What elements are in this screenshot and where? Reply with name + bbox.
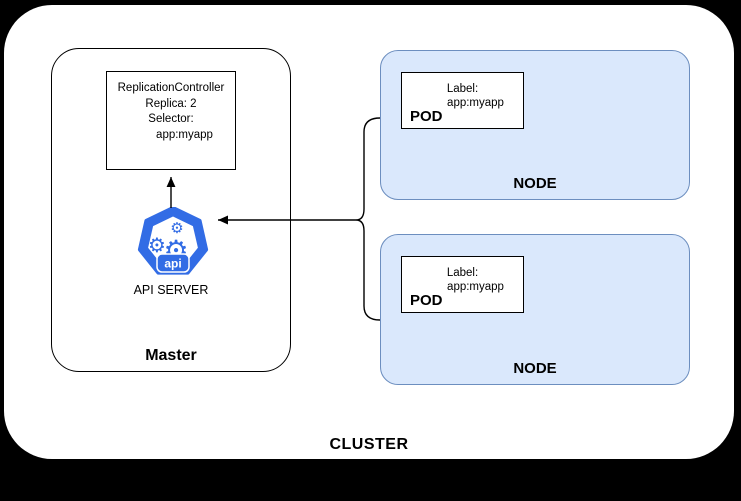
pod-title: POD <box>410 292 443 309</box>
pod-label-key: Label: <box>446 83 479 95</box>
cluster-label: CLUSTER <box>329 436 409 453</box>
rc-selector-value: app:myapp <box>156 128 213 141</box>
node-box-2: Label: app:myapp POD NODE <box>380 234 690 385</box>
api-server-label: API SERVER <box>133 283 209 297</box>
node-label-1: NODE <box>513 175 557 192</box>
gear-icon-small: ⚙ <box>170 219 183 237</box>
node-box-1: Label: app:myapp POD NODE <box>380 50 690 200</box>
api-badge-label: api <box>164 257 181 271</box>
replication-controller-box: ReplicationController Replica: 2 Selecto… <box>106 71 236 170</box>
pod-label-value: app:myapp <box>447 97 504 109</box>
cluster-boundary: ReplicationController Replica: 2 Selecto… <box>4 5 734 459</box>
rc-title: ReplicationController <box>117 82 225 94</box>
kubernetes-heptagon-icon: ⚙ ⚙ ⚙ api <box>137 206 209 275</box>
node-label-2: NODE <box>513 360 557 377</box>
pod-title: POD <box>410 108 443 125</box>
api-badge <box>156 253 190 273</box>
api-server-icon: ⚙ ⚙ ⚙ api <box>136 206 210 279</box>
gear-icon-medium: ⚙ <box>148 233 166 257</box>
pod-box-1: Label: app:myapp POD <box>401 72 524 129</box>
master-box: ReplicationController Replica: 2 Selecto… <box>51 48 291 372</box>
heptagon-inner <box>148 216 198 265</box>
rc-selector-line: Selector: <box>148 113 194 125</box>
master-label: Master <box>145 347 197 364</box>
rc-replica-line: Replica: 2 <box>145 97 197 110</box>
pod-label-value: app:myapp <box>447 281 504 293</box>
pod-label-key: Label: <box>446 267 479 279</box>
pod-box-2: Label: app:myapp POD <box>401 256 524 313</box>
